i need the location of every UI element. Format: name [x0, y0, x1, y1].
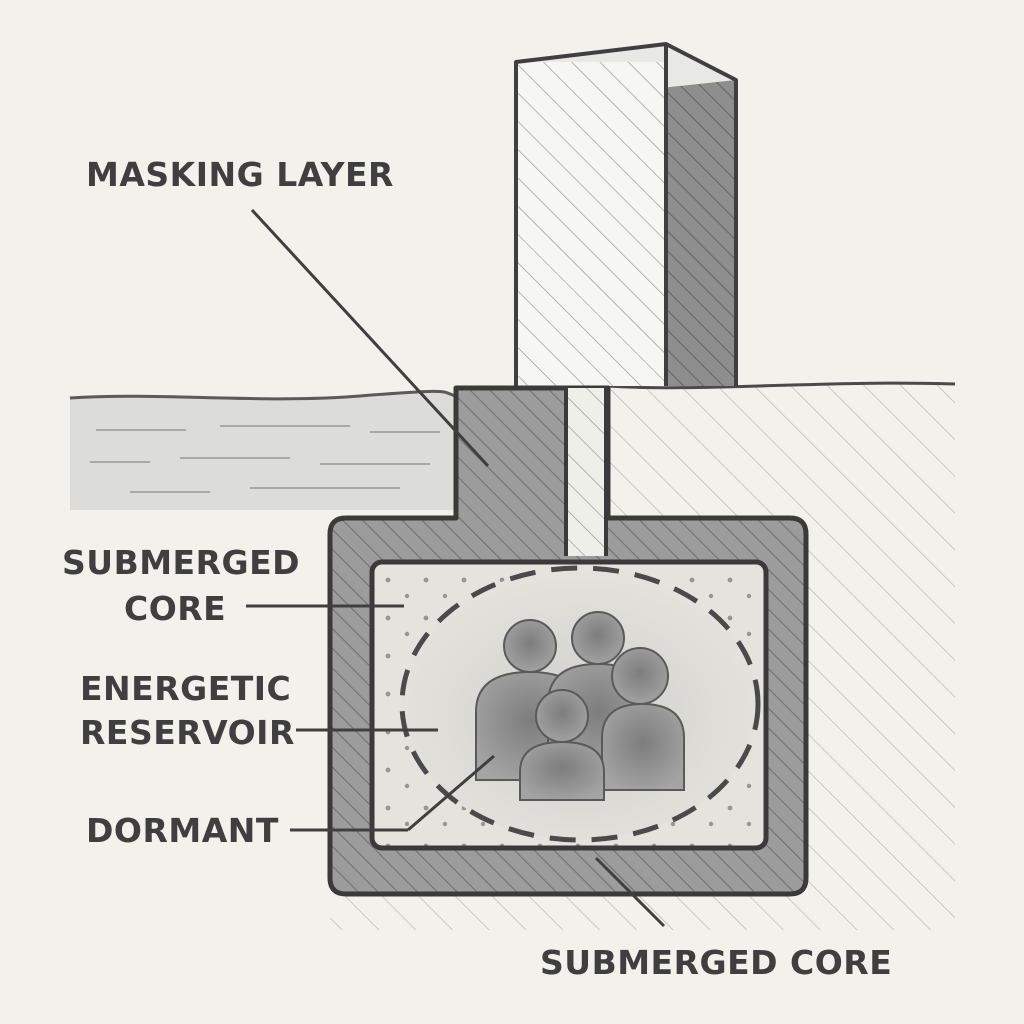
leader-submerged-core-bottom: [594, 856, 666, 928]
tower-block: [514, 42, 738, 386]
leader-lines: [246, 208, 666, 928]
water-surface: [69, 389, 457, 510]
label-dormant: DORMANT: [86, 811, 279, 850]
figure-4: [519, 689, 605, 801]
label-submerged-core-left-1: SUBMERGED: [62, 543, 300, 582]
ground-earth: [330, 381, 956, 930]
leader-masking-layer: [250, 208, 490, 468]
access-shaft: [564, 388, 608, 556]
label-submerged-core-bottom: SUBMERGED CORE: [540, 943, 892, 982]
label-masking-layer: MASKING LAYER: [86, 155, 394, 194]
label-submerged-core-left-2: CORE: [124, 589, 226, 628]
label-energetic-reservoir-1: ENERGETIC: [80, 669, 291, 708]
leader-dormant-figure: [407, 754, 495, 832]
figure-3: [601, 647, 685, 791]
label-energetic-reservoir-2: RESERVOIR: [80, 713, 295, 752]
dormant-figures: [475, 611, 685, 801]
